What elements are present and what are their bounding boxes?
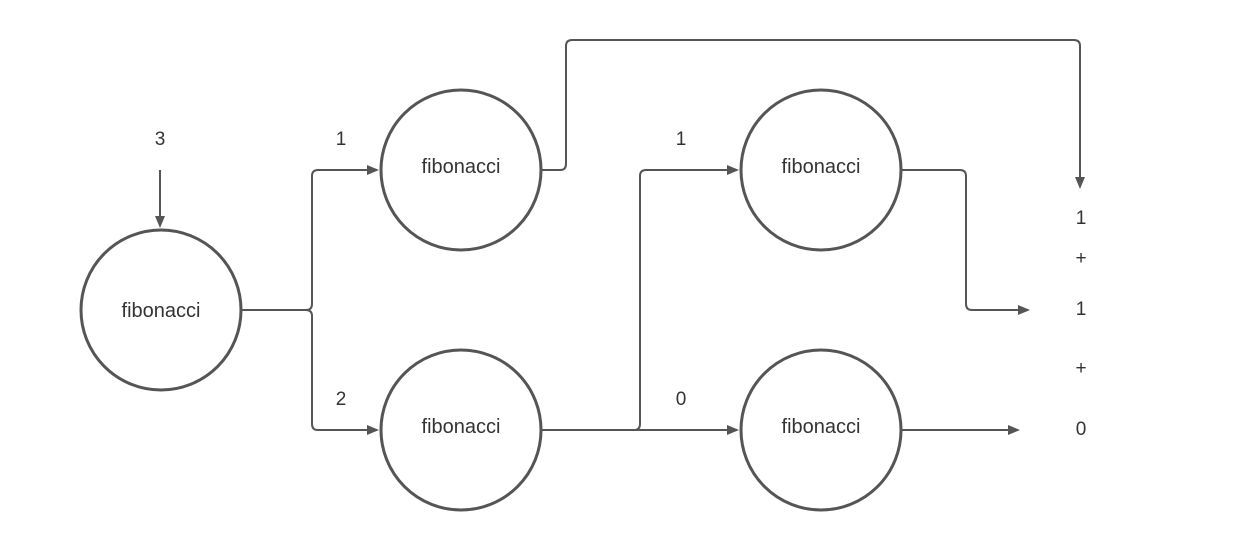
edge-label-root-to-lower: 2 <box>336 389 347 410</box>
input-value-label: 3 <box>155 129 166 150</box>
sum-expression: 1 + 1 + 0 <box>1075 208 1086 440</box>
node-lower-left: fibonacci <box>379 348 543 512</box>
node-lower-right-circle <box>739 348 903 512</box>
edge-upper-right-to-sum <box>901 169 1030 315</box>
sum-plus-1: + <box>1075 248 1086 269</box>
node-upper-left-circle <box>379 88 543 252</box>
node-upper-right-label: fibonacci <box>782 156 861 178</box>
edge-label-lower-to-upper-right: 1 <box>676 129 687 150</box>
node-lower-left-circle <box>379 348 543 512</box>
node-upper-left-label: fibonacci <box>422 156 501 178</box>
node-root-circle <box>79 228 243 392</box>
sum-term-2: 1 <box>1076 299 1087 320</box>
node-lower-left-label: fibonacci <box>422 416 501 438</box>
node-upper-left: fibonacci <box>379 88 543 252</box>
edge-upper-left-to-sum <box>541 39 1085 189</box>
node-upper-right: fibonacci <box>739 88 903 252</box>
edge-root-to-lower <box>241 309 379 435</box>
sum-term-1: 1 <box>1076 208 1087 229</box>
edge-root-to-upper <box>241 165 379 311</box>
node-root-label: fibonacci <box>122 300 201 322</box>
sum-term-3: 0 <box>1076 419 1087 440</box>
node-root: fibonacci <box>79 228 243 392</box>
edge-lower-left-to-upper-right <box>541 165 739 431</box>
node-lower-right-label: fibonacci <box>782 416 861 438</box>
node-upper-right-circle <box>739 88 903 252</box>
edge-label-root-to-upper: 1 <box>336 129 347 150</box>
edge-label-lower-to-lower-right: 0 <box>676 389 687 410</box>
node-lower-right: fibonacci <box>739 348 903 512</box>
sum-plus-2: + <box>1075 358 1086 379</box>
